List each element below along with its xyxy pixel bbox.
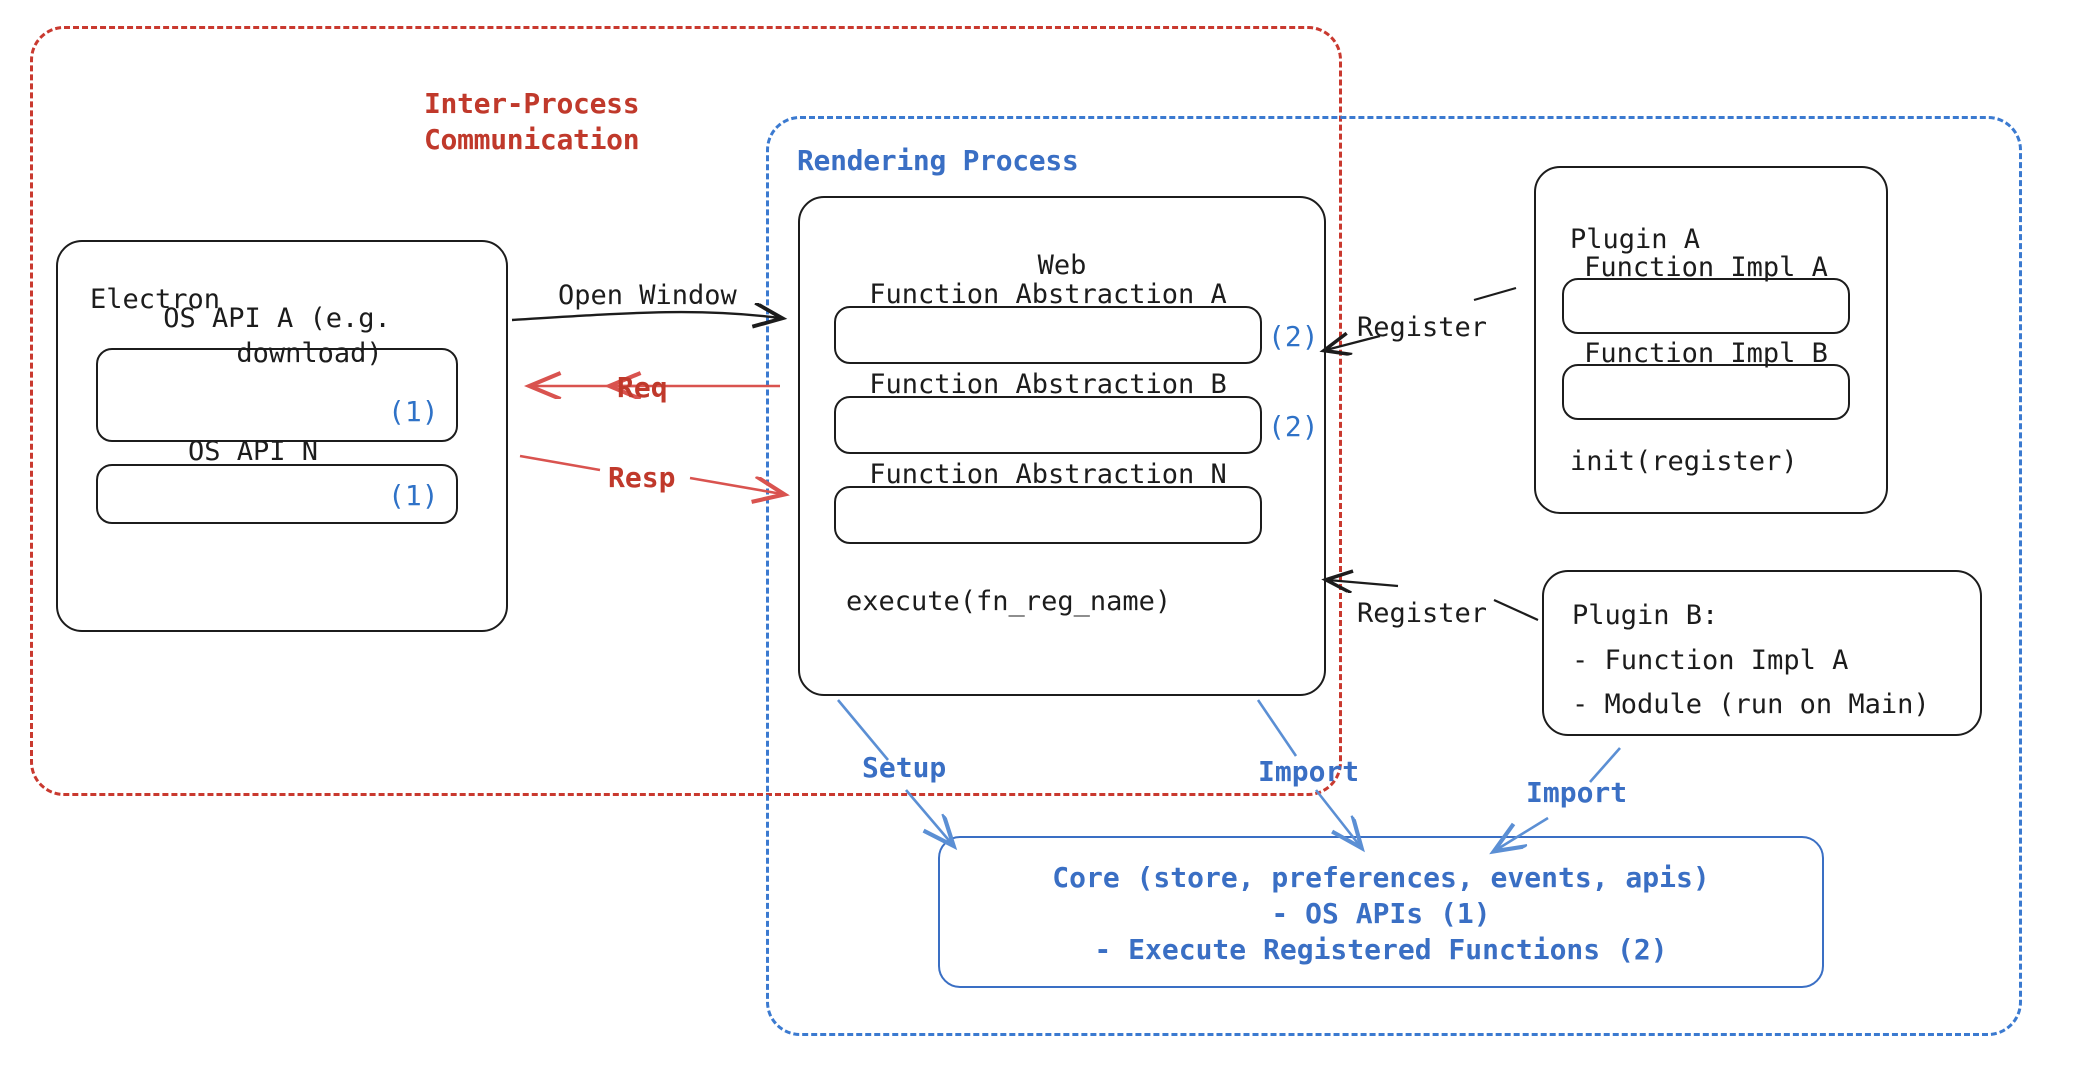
group-rendering-process bbox=[766, 116, 2022, 1036]
function-impl-a-label: Function Impl A bbox=[1584, 252, 1828, 283]
arrow-label-setup: Setup bbox=[862, 751, 947, 784]
os-api-n-box[interactable] bbox=[96, 464, 458, 524]
function-abstraction-b-box[interactable] bbox=[834, 396, 1262, 454]
core-box[interactable] bbox=[938, 836, 1824, 988]
group-inter-process-communication bbox=[30, 26, 1342, 796]
core-line-os-apis: - OS APIs (1) bbox=[1271, 897, 1491, 930]
plugin-a-box[interactable] bbox=[1534, 166, 1888, 514]
function-abstraction-b-marker: (2) bbox=[1268, 410, 1319, 443]
function-abstraction-a-box[interactable] bbox=[834, 306, 1262, 364]
core-line-title: Core (store, preferences, events, apis) bbox=[1052, 861, 1710, 894]
plugin-b-item-function-impl-a: - Function Impl A bbox=[1572, 645, 1849, 676]
plugin-a-init-label: init(register) bbox=[1570, 446, 1798, 477]
arrow-label-import-plugin-b: Import bbox=[1526, 776, 1628, 809]
arrow-label-register-plugin-b: Register bbox=[1357, 598, 1488, 629]
os-api-a-box[interactable] bbox=[96, 348, 458, 442]
core-line-execute-registered: - Execute Registered Functions (2) bbox=[1094, 933, 1668, 966]
os-api-n-marker: (1) bbox=[388, 479, 439, 512]
function-abstraction-n-box[interactable] bbox=[834, 486, 1262, 544]
plugin-b-box[interactable] bbox=[1542, 570, 1982, 736]
function-impl-a-box[interactable] bbox=[1562, 278, 1850, 334]
os-api-a-marker: (1) bbox=[388, 395, 439, 428]
os-api-n-label: OS API N bbox=[187, 436, 319, 467]
electron-title: Electron bbox=[90, 284, 221, 315]
plugin-b-item-module: - Module (run on Main) bbox=[1572, 689, 1930, 720]
arrow-label-req: Req bbox=[617, 371, 668, 404]
web-title: Web bbox=[1037, 250, 1087, 281]
os-api-a-label: OS API A (e.g. download) bbox=[163, 303, 391, 370]
group-label-inter-process-communication: Inter-Process Communication bbox=[424, 87, 640, 157]
plugin-b-title: Plugin B: bbox=[1572, 600, 1719, 631]
web-execute-label: execute(fn_reg_name) bbox=[846, 586, 1172, 617]
plugin-a-title: Plugin A bbox=[1570, 224, 1701, 255]
function-abstraction-a-marker: (2) bbox=[1268, 320, 1319, 353]
function-abstraction-n-label: Function Abstraction N bbox=[869, 459, 1227, 490]
arrow-label-resp: Resp bbox=[608, 461, 676, 494]
arrow-label-import-web: Import bbox=[1258, 755, 1360, 788]
group-label-rendering-process: Rendering Process bbox=[797, 144, 1079, 177]
arrow-label-register-plugin-a: Register bbox=[1357, 312, 1488, 343]
function-impl-b-box[interactable] bbox=[1562, 364, 1850, 420]
function-abstraction-a-label: Function Abstraction A bbox=[869, 279, 1227, 310]
arrow-label-open-window: Open Window bbox=[558, 280, 737, 311]
function-impl-b-label: Function Impl B bbox=[1584, 338, 1828, 369]
function-abstraction-b-label: Function Abstraction B bbox=[869, 369, 1227, 400]
